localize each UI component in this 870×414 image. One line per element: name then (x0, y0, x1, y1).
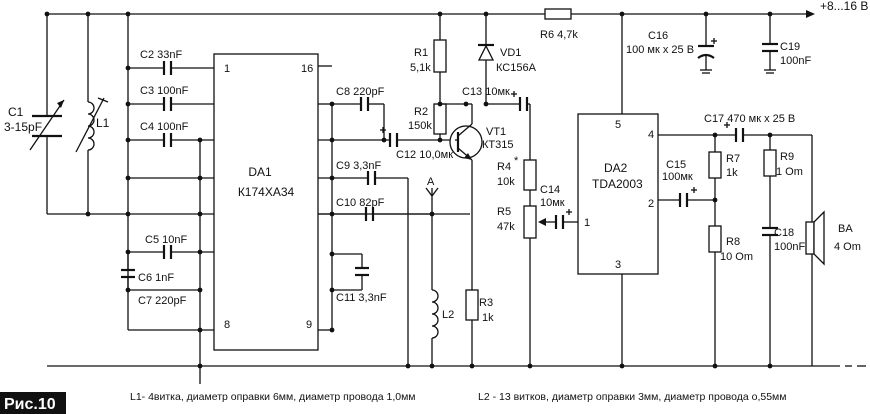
r7-ref-label: R7 (726, 153, 740, 165)
c5-label: C5 10nF (145, 234, 187, 246)
da1-part-label: К174ХА34 (238, 185, 295, 199)
c10-label: C10 82pF (336, 197, 385, 209)
r4-mark-label: * (514, 155, 519, 167)
da1-pin8: 8 (224, 319, 230, 331)
r2-ref-label: R2 (414, 106, 428, 118)
da1-chip (213, 53, 319, 351)
r7-value-label: 1k (726, 167, 738, 179)
r1-ref-label: R1 (414, 47, 428, 59)
l1-label: L1 (96, 116, 110, 130)
transistor-stage (433, 11, 578, 369)
da1-pin16: 16 (301, 63, 313, 75)
da2-pin1: 1 (584, 217, 590, 229)
figure-label: Рис.10 (4, 396, 56, 413)
r1-value-label: 5,1k (410, 62, 431, 74)
da2-chip (577, 113, 659, 369)
l2-note: L2 - 13 витков, диаметр оправки 3мм, диа… (478, 391, 787, 403)
r5-ref-label: R5 (497, 206, 511, 218)
c13-label: C13 10мк (462, 86, 510, 98)
output-stage (658, 128, 825, 369)
ba-value-label: 4 Om (834, 241, 861, 253)
da1-pin1: 1 (224, 63, 230, 75)
l1-note: L1- 4витка, диаметр оправки 6мм, диаметр… (130, 391, 416, 403)
polarity-marks (380, 38, 730, 215)
da1-pin9: 9 (306, 319, 312, 331)
r8-value-label: 10 Om (720, 251, 753, 263)
c8-label: C8 220pF (336, 86, 385, 98)
supply-filter (544, 8, 778, 114)
da2-ref-label: DA2 (604, 161, 628, 175)
c19-ref-label: C19 (780, 41, 800, 53)
c9-label: C9 3,3nF (336, 160, 382, 172)
supply-positive-label: +8...16 В (820, 0, 868, 13)
da2-pin4: 4 (648, 129, 654, 141)
vd1-value-label: КС156А (496, 62, 537, 74)
vd1-ref-label: VD1 (500, 47, 521, 59)
ba-ref-label: BA (838, 223, 853, 235)
c19-value-label: 100nF (780, 55, 811, 67)
r6-label: R6 4,7k (540, 29, 578, 41)
c11-label: C11 3,3nF (336, 292, 387, 304)
c15-ref-label: C15 (666, 159, 686, 171)
c12-label: C12 10,0мк (396, 149, 453, 161)
vt1-ref-label: VT1 (486, 126, 506, 138)
c7-label: C7 220pF (138, 295, 187, 307)
r4-value-label: 10k (497, 176, 515, 188)
antenna-label: A (427, 176, 435, 188)
c18-ref-label: C18 (774, 227, 794, 239)
vt1-value-label: КТ315 (482, 139, 513, 151)
c18-value-label: 100nF (774, 241, 805, 253)
l2-label: L2 (442, 309, 454, 321)
c16-value-label: 100 мк х 25 В (626, 44, 694, 56)
c14-ref-label: C14 (540, 184, 560, 196)
da2-part-label: TDA2003 (592, 177, 643, 191)
r9-ref-label: R9 (780, 151, 794, 163)
da1-capacitor-bank (121, 61, 214, 369)
r3-ref-label: R3 (479, 297, 493, 309)
da2-pin3: 3 (615, 259, 621, 271)
r5-value-label: 47k (497, 221, 515, 233)
r3-value-label: 1k (482, 312, 494, 324)
figure-badge (0, 392, 66, 414)
c3-label: C3 100nF (140, 85, 189, 97)
r8-ref-label: R8 (726, 236, 740, 248)
c2-label: C2 33nF (140, 49, 182, 61)
c4-label: C4 100nF (140, 121, 189, 133)
c6-label: C6 1nF (138, 272, 174, 284)
c16-ref-label: C16 (648, 30, 668, 42)
power-rails (47, 10, 866, 384)
da2-pin2: 2 (648, 198, 654, 210)
c1-value-label: 3-15pF (4, 120, 42, 134)
da1-right-network (318, 65, 455, 369)
r2-value-label: 150k (408, 120, 432, 132)
r4-ref-label: R4 (497, 161, 511, 173)
c14-value-label: 10мк (540, 197, 565, 209)
c17-label: C17 470 мк х 25 В (704, 113, 795, 125)
da2-pin5: 5 (615, 119, 621, 131)
c1-ref-label: C1 (8, 105, 24, 119)
r9-value-label: 1 Om (776, 166, 803, 178)
c15-value-label: 100мк (662, 171, 693, 183)
da1-ref-label: DA1 (248, 165, 272, 179)
